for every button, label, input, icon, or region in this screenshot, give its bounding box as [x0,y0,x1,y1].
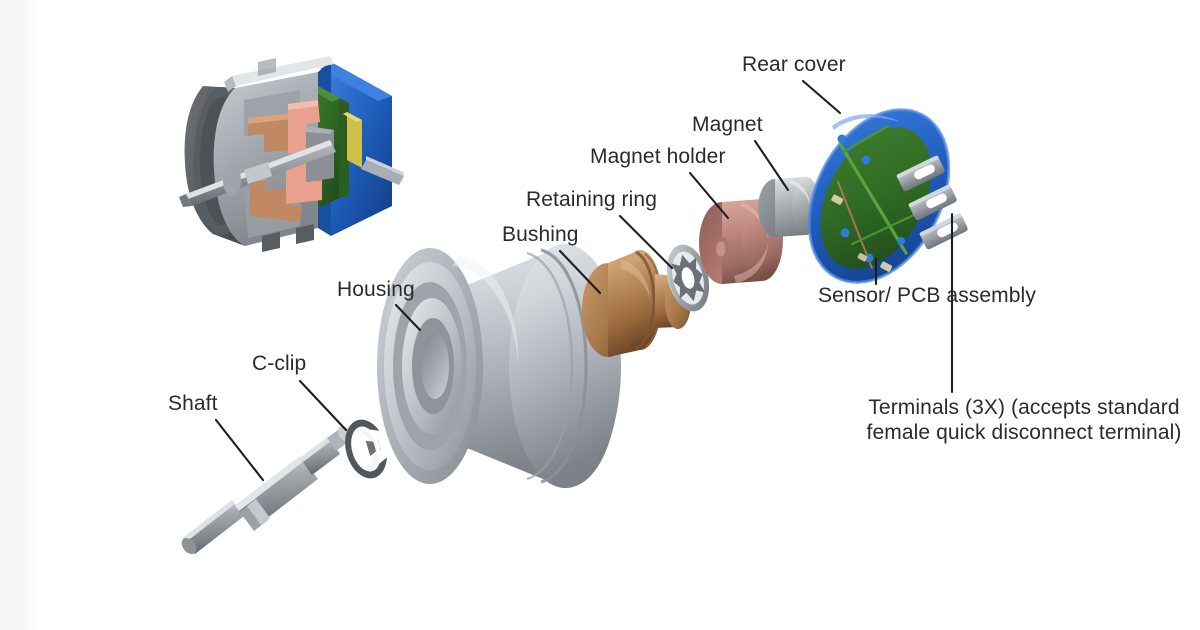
leader-retaining-ring [618,214,674,270]
leader-rear-cover [801,79,842,115]
leader-bushing [558,249,602,295]
leader-shaft [214,418,265,482]
left-edge-band [0,0,42,630]
part-c-clip [345,419,391,479]
part-housing [377,244,621,488]
part-shaft [181,426,353,554]
label-sensor-pcb: Sensor/ PCB assembly [818,284,1036,307]
label-terminals: Terminals (3X) (accepts standard female … [866,396,1182,444]
label-shaft: Shaft [168,392,218,415]
cutaway-yellow-component [343,112,362,168]
cutaway-terminal [361,156,404,185]
cutaway-motor-assembly [179,56,404,252]
leader-magnet-holder [688,171,730,220]
label-housing: Housing [337,278,415,301]
leader-housing [394,303,422,332]
label-bushing: Bushing [502,223,579,246]
leader-magnet [753,139,790,192]
label-c-clip: C-clip [252,352,307,375]
part-retaining-ring [666,244,710,312]
leader-lines [214,79,954,482]
label-rear-cover: Rear cover [742,53,846,76]
cutaway-shaft [179,140,336,207]
leader-c-clip [298,379,348,432]
label-retaining-ring: Retaining ring [526,188,657,211]
label-magnet-holder: Magnet holder [590,145,726,168]
label-magnet: Magnet [692,113,763,136]
